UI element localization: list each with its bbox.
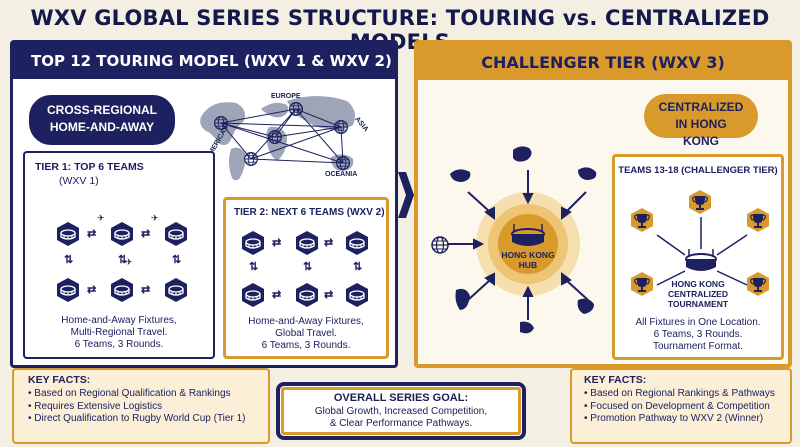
world-map <box>200 96 355 181</box>
key-facts-left-list: Based on Regional Qualification & Rankin… <box>28 388 245 426</box>
tier1-desc-line: Home-and-Away Fixtures, <box>61 315 177 326</box>
stadium-icon <box>294 282 320 308</box>
key-facts-left: KEY FACTS: Based on Regional Qualificati… <box>12 368 270 444</box>
tier1-box: TIER 1: TOP 6 TEAMS (WXV 1) ⇄ ⇄ ⇄ ⇄ ⇅ ⇅ … <box>23 151 215 359</box>
swap-arrows-icon: ⇄ <box>141 284 151 296</box>
stadium-icon <box>55 221 81 247</box>
tier2-description: Home-and-Away Fixtures, Global Travel. 6… <box>226 316 386 352</box>
key-facts-right: KEY FACTS: Based on Regional Rankings & … <box>570 368 792 444</box>
tournament-label: HONG KONG CENTRALIZED TOURNAMENT <box>615 279 781 309</box>
cross-regional-pill: CROSS-REGIONAL HOME-AND-AWAY <box>29 95 175 145</box>
chevron-right-icon <box>398 172 414 218</box>
vertical-arrows-icon: ⇅ <box>118 254 128 266</box>
vertical-arrows-icon: ⇅ <box>64 254 74 266</box>
plane-icon: ✈ <box>97 213 105 223</box>
tier1-desc-line: Multi-Regional Travel. <box>70 327 168 338</box>
tier2-desc-line: 6 Teams, 3 Rounds. <box>261 340 351 351</box>
list-item: Direct Qualification to Rugby World Cup … <box>28 413 245 426</box>
teams-box: TEAMS 13-18 (CHALLENGER TIER) HONG KONG … <box>612 154 784 360</box>
tier1-description: Home-and-Away Fixtures, Multi-Regional T… <box>25 315 213 351</box>
vertical-arrows-icon: ⇅ <box>172 254 182 266</box>
swap-arrows-icon: ⇄ <box>87 228 97 240</box>
connector-arrows <box>656 217 748 286</box>
plane-icon: ✈ <box>151 213 159 223</box>
touring-model-panel: TOP 12 TOURING MODEL (WXV 1 & WXV 2) CRO… <box>10 40 398 368</box>
stadium-icon <box>109 221 135 247</box>
tier1-subtitle: (WXV 1) <box>59 175 99 187</box>
map-label-oceania: OCEANIA <box>325 171 358 178</box>
list-item: Focused on Development & Competition <box>584 401 775 414</box>
list-item: Promotion Pathway to WXV 2 (Winner) <box>584 413 775 426</box>
overall-goal-line: Global Growth, Increased Competition, <box>314 406 488 417</box>
list-item: Based on Regional Qualification & Rankin… <box>28 388 245 401</box>
stadium-icon <box>240 230 266 256</box>
plane-icon: ✈ <box>125 257 133 267</box>
swap-arrows-icon: ⇄ <box>272 289 282 301</box>
vertical-arrows-icon: ⇅ <box>353 261 363 273</box>
key-facts-left-title: KEY FACTS: <box>28 374 91 386</box>
overall-goal-box: OVERALL SERIES GOAL: Global Growth, Incr… <box>276 382 526 440</box>
stadium-icon <box>55 277 81 303</box>
overall-goal-line: & Clear Performance Pathways. <box>329 418 473 429</box>
swap-arrows-icon: ⇄ <box>272 237 282 249</box>
tournament-label-line: TOURNAMENT <box>667 299 729 309</box>
stadium-icon <box>344 230 370 256</box>
overall-goal-text: Global Growth, Increased Competition, & … <box>280 406 522 430</box>
stadium-icon <box>109 277 135 303</box>
stadium-icon <box>685 249 717 271</box>
teams-desc-line: Tournament Format. <box>652 341 744 352</box>
teams-description: All Fixtures in One Location. 6 Teams, 3… <box>615 317 781 353</box>
stadium-icon <box>163 277 189 303</box>
stadium-icon <box>240 282 266 308</box>
tier1-desc-line: 6 Teams, 3 Rounds. <box>74 339 164 350</box>
tier1-title: TIER 1: TOP 6 TEAMS <box>35 161 144 173</box>
swap-arrows-icon: ⇄ <box>141 228 151 240</box>
challenger-tier-header: CHALLENGER TIER (WXV 3) <box>418 44 788 80</box>
teams-desc-line: All Fixtures in One Location. <box>635 317 761 328</box>
tournament-label-line: HONG KONG <box>671 279 725 289</box>
stadium-icon <box>163 221 189 247</box>
key-facts-right-list: Based on Regional Rankings & Pathways Fo… <box>584 388 775 426</box>
overall-goal-title: OVERALL SERIES GOAL: <box>333 392 469 404</box>
swap-arrows-icon: ⇄ <box>324 289 334 301</box>
teams-title: TEAMS 13-18 (CHALLENGER TIER) <box>618 165 778 176</box>
list-item: Based on Regional Rankings & Pathways <box>584 388 775 401</box>
map-label-europe: EUROPE <box>271 93 301 100</box>
stadium-icon <box>344 282 370 308</box>
key-facts-right-title: KEY FACTS: <box>584 374 647 386</box>
touring-model-header: TOP 12 TOURING MODEL (WXV 1 & WXV 2) <box>13 43 395 79</box>
hub-diagram <box>431 146 597 334</box>
hub-label-line: HONG KONG <box>501 250 555 260</box>
tier2-title: TIER 2: NEXT 6 TEAMS (WXV 2) <box>234 207 385 218</box>
hub-label-line: HUB <box>518 260 538 270</box>
cross-regional-pill-label: CROSS-REGIONAL HOME-AND-AWAY <box>46 103 157 134</box>
stadium-icon <box>294 230 320 256</box>
tier2-desc-line: Global Travel. <box>275 328 337 339</box>
tournament-label-line: CENTRALIZED <box>668 289 728 299</box>
swap-arrows-icon: ⇄ <box>324 237 334 249</box>
centralized-pill: CENTRALIZED IN HONG KONG <box>644 94 758 148</box>
challenger-tier-panel: CHALLENGER TIER (WXV 3) CENTRALIZED IN H… <box>414 40 792 368</box>
centralized-pill-label: CENTRALIZED IN HONG KONG <box>658 100 744 148</box>
swap-arrows-icon: ⇄ <box>87 284 97 296</box>
tier2-box: TIER 2: NEXT 6 TEAMS (WXV 2) ⇄ ⇄ ⇄ ⇄ ⇅ ⇅… <box>223 197 389 359</box>
vertical-arrows-icon: ⇅ <box>249 261 259 273</box>
hub-label: HONG KONG HUB <box>482 250 574 270</box>
teams-desc-line: 6 Teams, 3 Rounds. <box>653 329 743 340</box>
list-item: Requires Extensive Logistics <box>28 401 245 414</box>
vertical-arrows-icon: ⇅ <box>303 261 313 273</box>
tier2-desc-line: Home-and-Away Fixtures, <box>248 316 364 327</box>
